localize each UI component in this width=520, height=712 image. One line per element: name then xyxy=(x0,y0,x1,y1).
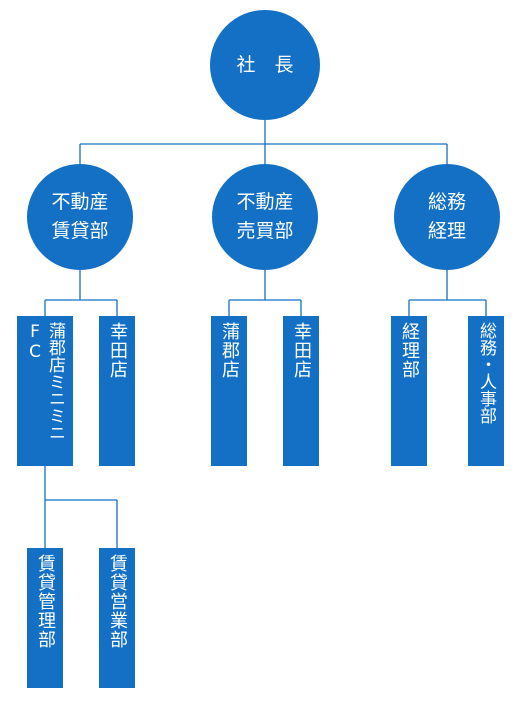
department-rental-node: 不動産 賃貸部 xyxy=(27,164,133,270)
unit-admin-accounting-label: 経理部 xyxy=(399,322,420,379)
subunit-rental-sales: 賃貸営業部 xyxy=(99,548,135,688)
branch-sales-kamagori: 蒲郡店 xyxy=(211,316,247,466)
branch-sales-kamagori-label: 蒲郡店 xyxy=(219,322,240,379)
branch-sales-koda-label: 幸田店 xyxy=(291,322,312,379)
department-admin-node: 総務 経理 xyxy=(394,164,500,270)
unit-admin-hr-label: 総務・人事部 xyxy=(476,322,496,424)
subunit-rental-management: 賃貸管理部 xyxy=(27,548,63,688)
ceo-label: 社 長 xyxy=(236,53,294,76)
branch-sales-koda: 幸田店 xyxy=(283,316,319,466)
branch-rental-kamagori: 蒲郡店ミニミニFC xyxy=(17,316,73,466)
department-sales-node: 不動産 売買部 xyxy=(212,164,318,270)
branch-rental-koda: 幸田店 xyxy=(99,316,135,466)
department-admin-label: 総務 経理 xyxy=(427,191,466,242)
department-rental-label: 不動産 賃貸部 xyxy=(51,191,109,242)
subunit-rental-sales-label: 賃貸営業部 xyxy=(107,554,128,649)
department-sales-label: 不動産 売買部 xyxy=(236,191,294,242)
branch-rental-kamagori-label: 蒲郡店ミニミニFC xyxy=(25,322,65,441)
unit-admin-hr: 総務・人事部 xyxy=(468,316,504,466)
branch-rental-koda-label: 幸田店 xyxy=(107,322,128,379)
unit-admin-accounting: 経理部 xyxy=(391,316,427,466)
subunit-rental-management-label: 賃貸管理部 xyxy=(35,554,56,649)
ceo-node: 社 長 xyxy=(210,10,320,120)
